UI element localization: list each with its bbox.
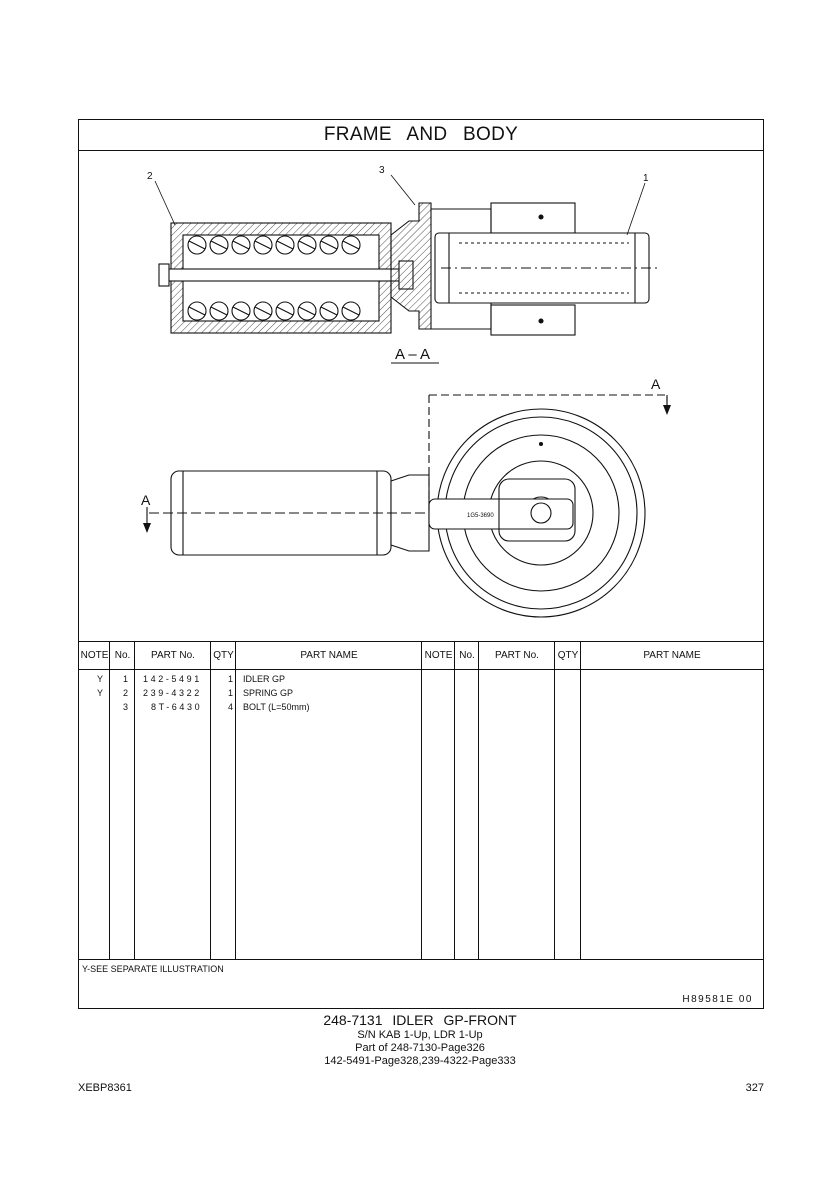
- parts-table: NOTE No. PART No. QTY PART NAME NOTE No.…: [79, 641, 763, 1005]
- row-part-no: 142-5491: [143, 674, 202, 684]
- drawing-number: H89581E 00: [682, 994, 753, 1005]
- header-part-name: PART NAME: [300, 650, 358, 661]
- assembly-drawing: 2 3 1 A – A: [141, 165, 671, 618]
- section-marker-a-left: A: [141, 492, 151, 508]
- col-divider: [110, 642, 135, 959]
- parts-sheet-frame: FRAME AND BODY: [78, 119, 764, 1009]
- callout-2: 2: [147, 171, 153, 182]
- row-qty: 1: [228, 674, 234, 684]
- row-part-name: IDLER GP: [243, 674, 286, 684]
- serial-range: S/N KAB 1-Up, LDR 1-Up: [357, 1029, 483, 1041]
- row-note: Y: [97, 688, 104, 698]
- col-divider: [479, 642, 555, 959]
- row-part-no: 8T-6430: [151, 702, 203, 712]
- header-note-right: NOTE: [424, 650, 453, 661]
- header-qty: QTY: [213, 650, 234, 661]
- assembly-title: 248-7131 IDLER GP-FRONT: [323, 1012, 517, 1028]
- row-qty: 4: [228, 702, 234, 712]
- row-no: 2: [123, 688, 129, 698]
- section-label: A – A: [395, 346, 430, 363]
- section-marker-a-right: A: [651, 376, 661, 392]
- footnote-divider: [79, 959, 763, 960]
- spring-coils-bottom: [187, 301, 361, 321]
- row-no: 3: [123, 702, 129, 712]
- row-no: 1: [123, 674, 129, 684]
- section-view: [154, 174, 659, 336]
- table-header: NOTE No. PART No. QTY PART NAME NOTE No.…: [79, 642, 763, 670]
- col-divider: [135, 642, 211, 959]
- page-references: 142-5491-Page328,239-4322-Page333: [324, 1055, 516, 1067]
- row-part-name: BOLT (L=50mm): [243, 702, 310, 712]
- col-divider: [79, 642, 110, 959]
- col-divider: [455, 642, 479, 959]
- spring-coils-top: [187, 235, 361, 255]
- header-part-name-right: PART NAME: [643, 650, 701, 661]
- publication-code: XEBP8361: [78, 1082, 132, 1094]
- footnote: Y-SEE SEPARATE ILLUSTRATION: [82, 964, 224, 974]
- col-divider: [211, 642, 236, 959]
- header-qty-right: QTY: [557, 650, 579, 661]
- side-view: [146, 394, 668, 618]
- header-no-right: No.: [459, 650, 475, 661]
- col-divider: [236, 642, 422, 959]
- part-stamp: 1G5-3690: [467, 513, 494, 519]
- header-note: NOTE: [80, 650, 109, 661]
- col-divider: [422, 642, 455, 959]
- callout-1: 1: [643, 173, 649, 184]
- row-part-no: 239-4322: [143, 688, 202, 698]
- part-of-reference: Part of 248-7130-Page326: [355, 1042, 485, 1054]
- arrow-a-bottom: [143, 523, 151, 533]
- header-part-no: PART No.: [151, 650, 195, 661]
- row-qty: 1: [228, 688, 234, 698]
- page-number: 327: [745, 1082, 764, 1094]
- row-part-name: SPRING GP: [243, 688, 294, 698]
- sheet-title: FRAME AND BODY: [79, 120, 763, 151]
- col-divider: [555, 642, 581, 959]
- callout-3: 3: [379, 165, 385, 176]
- arrow-a-top: [663, 405, 671, 415]
- header-no: No.: [114, 650, 131, 661]
- header-part-no-right: PART No.: [495, 650, 539, 661]
- row-note: Y: [97, 674, 104, 684]
